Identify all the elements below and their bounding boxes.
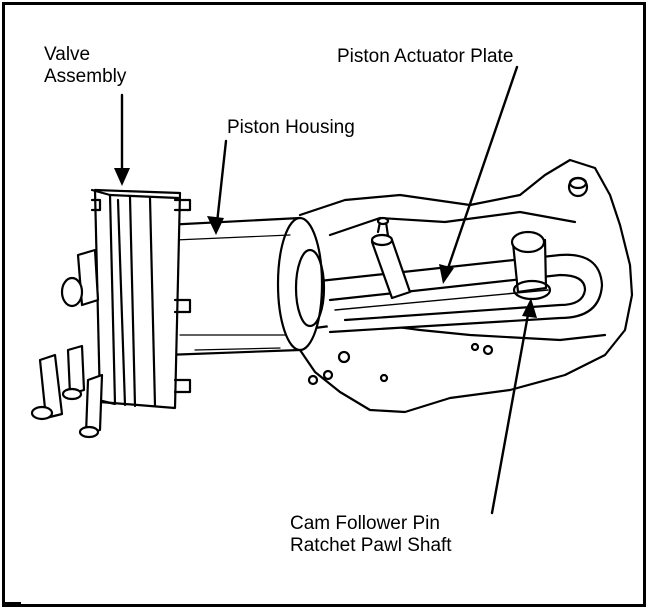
- corner-mark: [3, 602, 21, 605]
- piston-actuator-plate-label: Piston Actuator Plate: [337, 46, 514, 67]
- valve-assembly: [30, 188, 192, 439]
- ratchet-pawl-shaft-label: Ratchet Pawl Shaft: [290, 535, 452, 556]
- cam-follower-pin-label: Cam Follower Pin: [290, 513, 440, 534]
- piston-housing-label: Piston Housing: [227, 117, 355, 138]
- piston-actuator-rod: [370, 216, 412, 300]
- valve-assembly-label-line1: Valve: [44, 44, 91, 65]
- leader-lines: [120, 65, 531, 515]
- valve-assembly-label-line2: Assembly: [44, 66, 127, 87]
- cam-follower-pin: [510, 230, 552, 301]
- base-plate: [298, 158, 634, 414]
- piston-housing: [163, 216, 326, 357]
